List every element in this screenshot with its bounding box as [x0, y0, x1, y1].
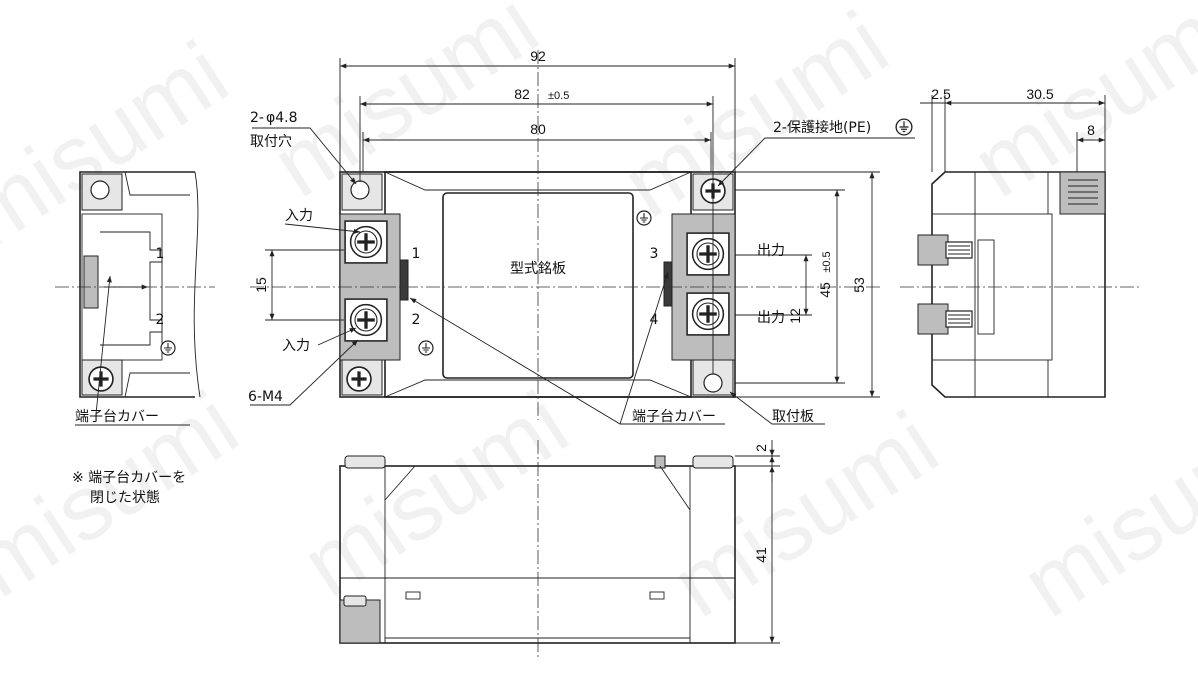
note-line-1: ※ 端子台カバーを — [72, 470, 186, 486]
terminal-cover-left-label: 端子台カバー — [75, 409, 159, 425]
watermark-7: misumi — [655, 393, 955, 637]
right-side-view: 2.5 30.5 8 — [900, 86, 1140, 398]
left-pin-1-label: 1 — [156, 246, 165, 262]
front-cover-tab — [654, 455, 666, 469]
pin-2-label: 2 — [412, 312, 421, 328]
input-bottom-label: 入力 — [282, 338, 310, 354]
pin-1-label: 1 — [412, 246, 421, 262]
watermark-1: misumi — [0, 23, 245, 267]
watermark-6: misumi — [285, 373, 585, 617]
left-mount-hole — [90, 180, 110, 200]
top-dimensions: 92 82 ±0.5 80 15 45 ±0.5 53 12 — [253, 48, 880, 398]
output-terminal-3 — [686, 232, 730, 276]
dim-overall-height: 53 — [851, 277, 867, 293]
ground-icon-bottom — [418, 340, 434, 356]
output-top-label: 出力 — [757, 243, 785, 259]
left-view-break-line — [193, 171, 201, 398]
left-cover-profile — [100, 231, 163, 346]
front-slopes — [384, 465, 691, 511]
dim-front-gap: 2 — [753, 444, 769, 452]
left-cover-latch — [83, 255, 99, 309]
note-line-2: 閉じた状態 — [90, 490, 160, 506]
nameplate-label: 型式銘板 — [510, 261, 566, 277]
body-chamfer-lines — [384, 171, 692, 398]
input-terminal-1 — [344, 220, 388, 264]
dim-hole-pitch-tol: ±0.5 — [548, 90, 569, 102]
left-pe-screw — [88, 366, 114, 392]
pe-ground-icon — [895, 118, 913, 136]
watermark-8: misumi — [1005, 393, 1198, 637]
mount-hole-dia: φ4.8 — [266, 110, 298, 126]
dim-side-offset: 2.5 — [931, 86, 951, 102]
dim-hole-pitch: 82 — [514, 86, 530, 102]
front-slot-right — [649, 591, 665, 600]
left-ground-icon — [160, 340, 176, 356]
right-terminal-screw-1 — [917, 234, 973, 266]
input-cover-tab — [399, 259, 409, 301]
pin-4-label: 4 — [650, 312, 659, 328]
left-view-chamfer — [124, 171, 190, 398]
dim-terminal-pitch: 15 — [253, 277, 269, 293]
front-slot-left — [405, 591, 421, 600]
dim-overall-width: 92 — [530, 48, 546, 64]
front-screw-head-right — [692, 455, 734, 469]
watermark-3: misumi — [605, 0, 905, 237]
output-cover-tab — [663, 261, 673, 307]
nameplate-area — [442, 192, 634, 379]
front-view: 2 41 — [339, 440, 780, 660]
mount-hole-tl — [350, 180, 370, 200]
right-ground-terminal — [1059, 171, 1106, 215]
dim-output-pitch: 12 — [787, 308, 803, 324]
top-callouts: 2- φ4.8 取付穴 2-保護接地(PE) 入力 入力 出力 出力 6-M4 … — [248, 110, 915, 425]
dim-side-terminal: 8 — [1087, 122, 1095, 138]
left-side-view: 1 2 端子台カバー ※ 端子台カバーを 閉じた状態 — [55, 171, 215, 506]
terminal-cover-center-label: 端子台カバー — [632, 409, 716, 425]
dim-front-height: 41 — [753, 547, 769, 563]
right-terminal-screw-2 — [917, 303, 973, 335]
pe-ground-label: 2-保護接地(PE) — [773, 119, 871, 136]
output-bottom-label: 出力 — [757, 310, 785, 326]
front-screw-head-left — [344, 455, 386, 469]
left-pin-2-label: 2 — [156, 312, 165, 328]
pin-3-label: 3 — [650, 246, 659, 262]
output-terminal-4 — [686, 292, 730, 336]
mount-hole-qty: 2- — [250, 110, 264, 126]
pe-screw-bottom — [346, 366, 372, 392]
dim-side-depth: 30.5 — [1026, 86, 1053, 102]
left-view-outline — [79, 171, 195, 398]
front-mount-foot-left — [339, 599, 381, 644]
ground-icon-top — [636, 210, 652, 226]
front-view-outline — [339, 465, 736, 644]
terminal-screw-label: 6-M4 — [248, 389, 283, 405]
mount-plate-label: 取付板 — [772, 409, 814, 425]
dim-body-width: 80 — [530, 121, 546, 137]
mount-hole-name: 取付穴 — [250, 134, 292, 150]
mount-hole-br — [703, 373, 723, 393]
input-terminal-2 — [344, 298, 388, 342]
input-top-label: 入力 — [285, 208, 313, 224]
watermark-2: misumi — [255, 0, 555, 217]
dim-mount-height-tol: ±0.5 — [821, 251, 833, 272]
dim-mount-height: 45 — [817, 282, 833, 298]
watermark-layer: misumi misumi misumi misumi misumi misum… — [0, 0, 1198, 637]
